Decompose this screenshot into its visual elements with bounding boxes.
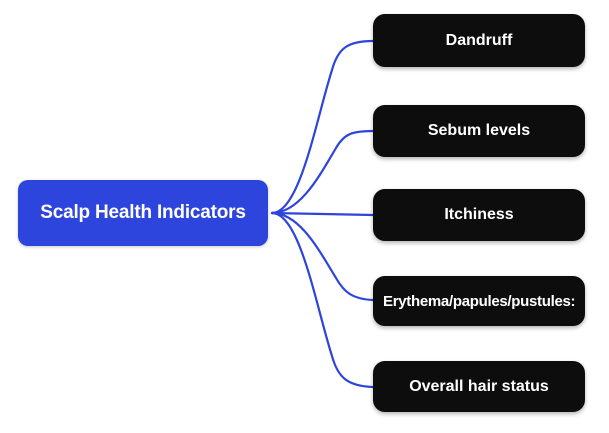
root-node-label: Scalp Health Indicators bbox=[40, 202, 246, 223]
root-node-scalp-health-indicators[interactable]: Scalp Health Indicators bbox=[18, 180, 268, 246]
branch-node-label: Dandruff bbox=[445, 31, 513, 49]
branch-node-label: Itchiness bbox=[444, 206, 514, 223]
branch-node-sebum-levels[interactable]: Sebum levels bbox=[373, 105, 585, 157]
connector-line-itchiness bbox=[270, 211, 375, 217]
connector-line-sebum-levels bbox=[270, 129, 375, 215]
branch-node-itchiness[interactable]: Itchiness bbox=[373, 189, 585, 241]
connector-line-erythema bbox=[270, 211, 375, 302]
branch-node-dandruff[interactable]: Dandruff bbox=[373, 14, 585, 67]
branch-node-label: Erythema/papules/pustules: bbox=[383, 292, 576, 310]
branch-node-label: Sebum levels bbox=[427, 122, 531, 139]
connector-line-overall-hair-status bbox=[270, 211, 375, 389]
branch-node-erythema-papules-pustules[interactable]: Erythema/papules/pustules: bbox=[373, 276, 585, 326]
branch-node-overall-hair-status[interactable]: Overall hair status bbox=[373, 361, 585, 412]
connector-line-dandruff bbox=[270, 39, 375, 215]
branch-node-label: Overall hair status bbox=[409, 377, 549, 395]
